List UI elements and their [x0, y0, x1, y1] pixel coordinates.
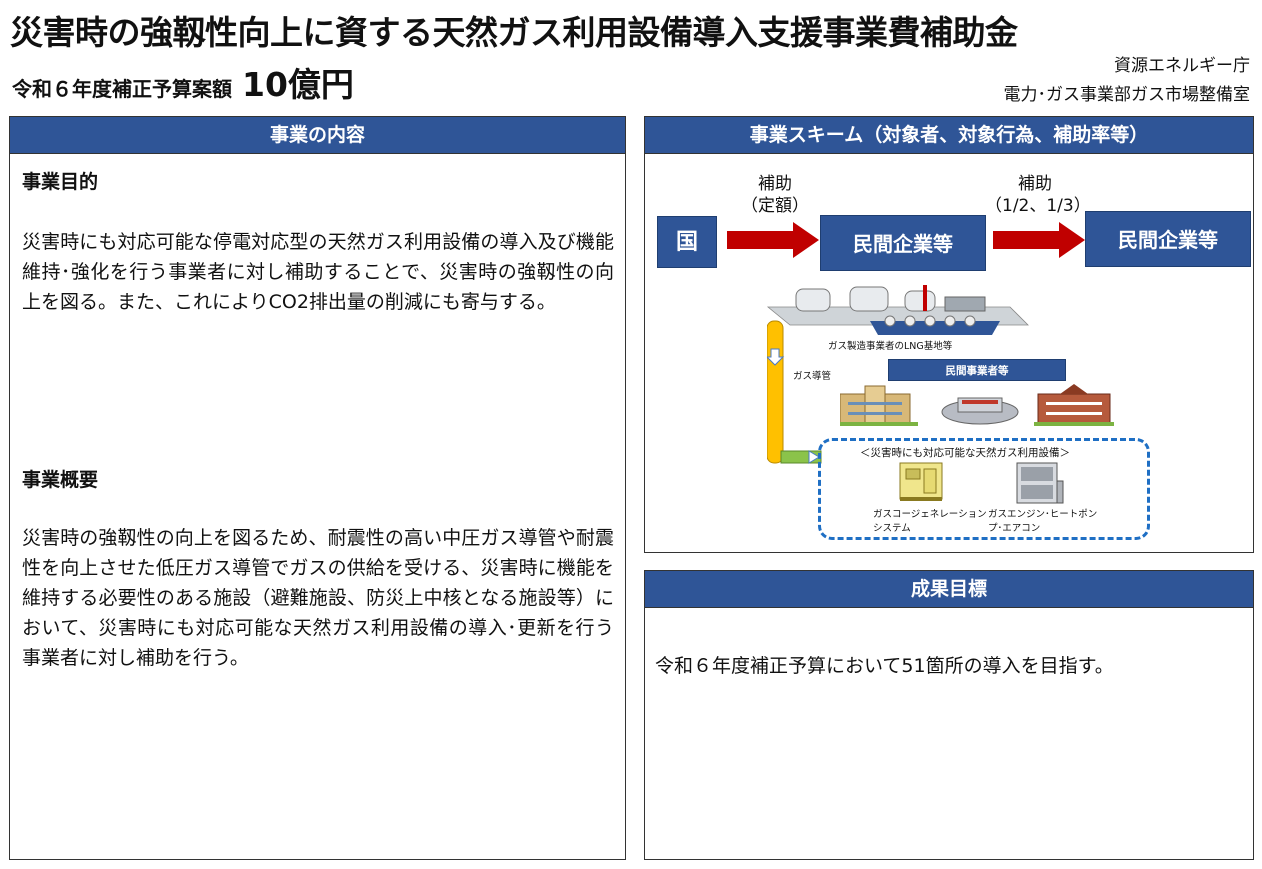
cogeneration-label-line2: システム [873, 523, 911, 534]
arrow2-label-line1: 補助 [1018, 174, 1052, 194]
overview-title: 事業概要 [22, 469, 99, 491]
arrow1-label: 補助 （定額） [725, 173, 825, 217]
purpose-text: 災害時にも対応可能な停電対応型の天然ガス利用設備の導入及び機能維持･強化を行う事… [22, 231, 614, 313]
agency-block: 資源エネルギー庁 電力･ガス事業部ガス市場整備室 [1004, 52, 1251, 110]
arrow2-label: 補助 （1/2、1/3） [985, 173, 1091, 217]
content-panel: 事業の内容 事業目的 災害時にも対応可能な停電対応型の天然ガス利用設備の導入及び… [9, 116, 626, 860]
arrow1-icon [727, 222, 819, 258]
cogeneration-icon [899, 462, 943, 501]
gas-pipe-icon [767, 320, 822, 464]
budget-line: 令和６年度補正予算案額 10億円 [12, 58, 354, 106]
arrow1-label-line2: （定額） [741, 196, 809, 216]
arrow1-label-line1: 補助 [758, 174, 792, 194]
target-text: 令和６年度補正予算において51箇所の導入を目指す。 [655, 655, 1114, 677]
budget-label: 令和６年度補正予算案額 [12, 77, 232, 101]
target-panel-heading: 成果目標 [645, 571, 1253, 608]
gas-heat-pump-label-line1: ガスエンジン･ヒートポン [988, 509, 1098, 520]
budget-amount: 10億円 [242, 65, 354, 104]
content-panel-heading: 事業の内容 [10, 117, 625, 154]
box-private-2: 民間企業等 [1085, 211, 1251, 267]
target-panel: 成果目標 令和６年度補正予算において51箇所の導入を目指す。 [644, 570, 1254, 860]
purpose-title: 事業目的 [22, 171, 99, 193]
lng-base-icon [766, 285, 1029, 335]
arrow2-label-line2: （1/2、1/3） [985, 196, 1091, 216]
box-country: 国 [657, 216, 717, 268]
gas-heat-pump-icon [1016, 462, 1064, 504]
department-name: 電力･ガス事業部ガス市場整備室 [1003, 85, 1251, 105]
gas-heat-pump-label-line2: プ･エアコン [988, 523, 1041, 534]
overview-text: 災害時の強靱性の向上を図るため、耐震性の高い中圧ガス導管や耐震性を向上させた低圧… [22, 527, 614, 669]
arrow2-icon [993, 222, 1085, 258]
scheme-panel: 事業スキーム（対象者、対象行為、補助率等） 国 補助 （定額） 民間企業等 補助… [644, 116, 1254, 553]
pipe-label: ガス導管 [793, 371, 832, 382]
box-private-1: 民間企業等 [820, 215, 986, 271]
agency-name: 資源エネルギー庁 [1114, 56, 1250, 76]
equipment-dashed-box [818, 438, 1150, 540]
scheme-panel-heading: 事業スキーム（対象者、対象行為、補助率等） [645, 117, 1253, 154]
cogeneration-label-line1: ガスコージェネレーション [873, 509, 987, 520]
page-title: 災害時の強靱性向上に資する天然ガス利用設備導入支援事業費補助金 [10, 13, 1018, 52]
equipment-title: ＜災害時にも対応可能な天然ガス利用設備＞ [860, 447, 1070, 459]
lng-label: ガス製造事業者のLNG基地等 [828, 341, 953, 352]
facility-buildings-icon [840, 384, 1114, 426]
private-operators-label: 民間事業者等 [888, 359, 1066, 381]
